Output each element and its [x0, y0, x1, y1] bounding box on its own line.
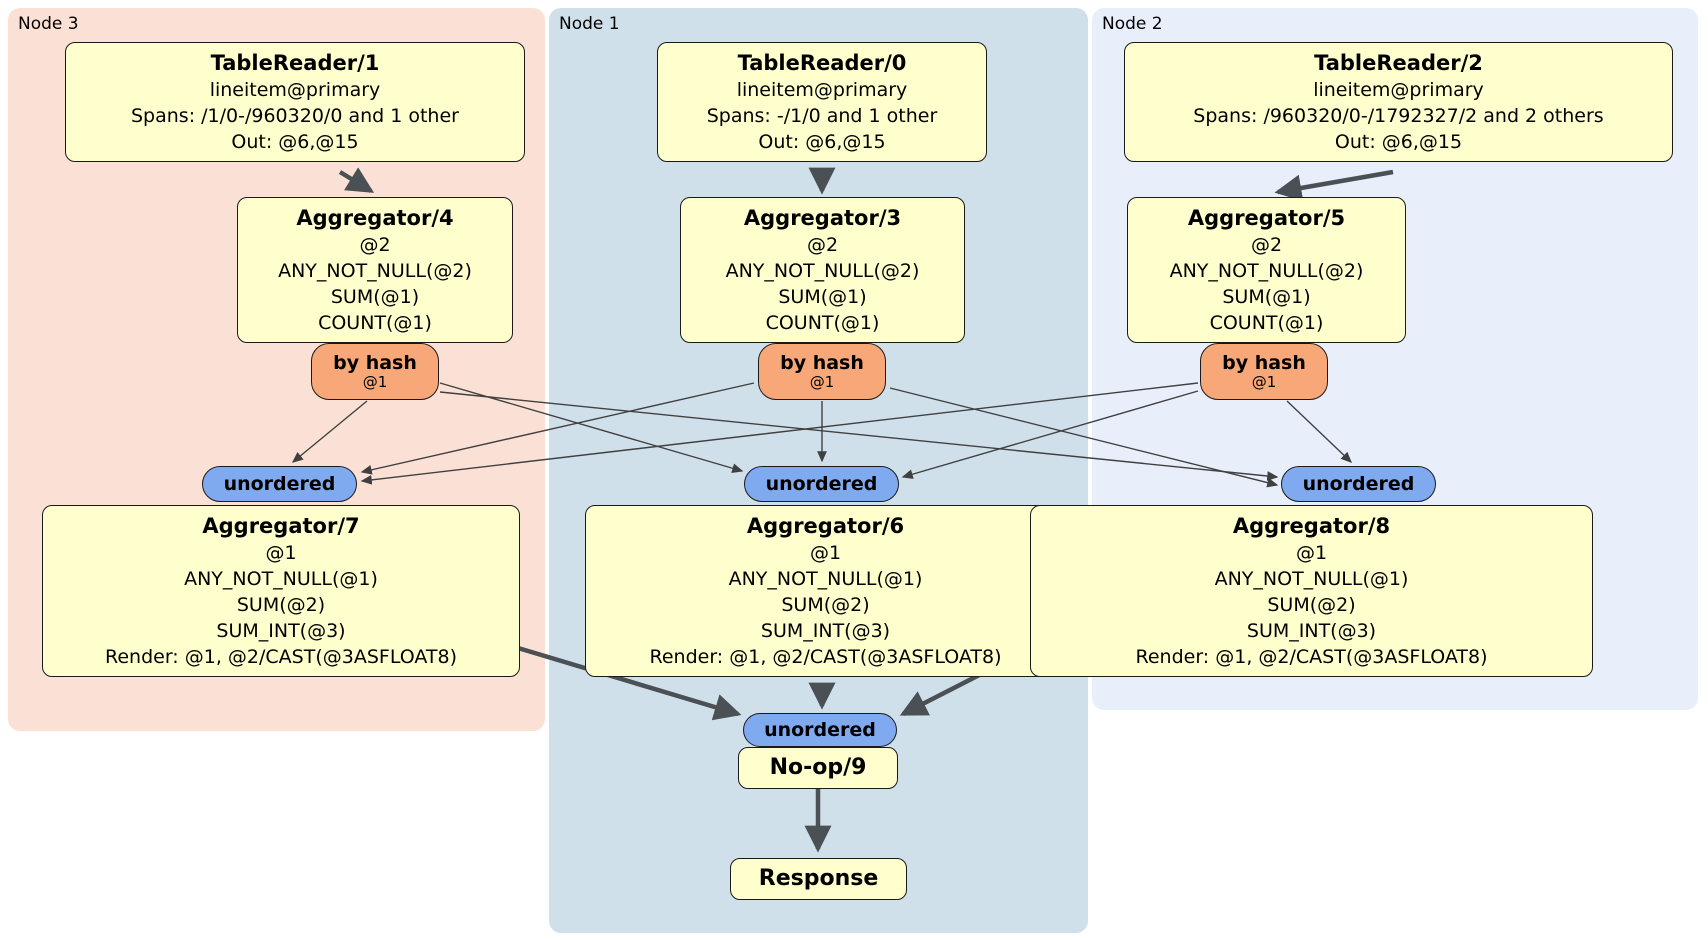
processor-detail: ANY_NOT_NULL(@1) — [728, 568, 923, 590]
router-key: @1 — [809, 372, 835, 391]
router-label: by hash — [333, 351, 417, 374]
processor-title: No-op/9 — [769, 755, 867, 780]
processor-detail: Out: @6,@15 — [231, 131, 359, 153]
router-key: @1 — [362, 372, 388, 391]
router-label: by hash — [1222, 351, 1306, 374]
processor-title: TableReader/0 — [737, 51, 907, 75]
processor-aggregator-5: Aggregator/5 @2 ANY_NOT_NULL(@2) SUM(@1)… — [1127, 197, 1406, 343]
sync-unordered-final: unordered — [743, 713, 897, 747]
router-by-hash-node1: by hash @1 — [758, 343, 886, 400]
router-by-hash-node3: by hash @1 — [311, 343, 439, 400]
node-group-label: Node 1 — [559, 14, 620, 34]
processor-aggregator-4: Aggregator/4 @2 ANY_NOT_NULL(@2) SUM(@1)… — [237, 197, 513, 343]
processor-tablereader-1: TableReader/1 lineitem@primary Spans: /1… — [65, 42, 525, 162]
sync-label: unordered — [764, 718, 876, 741]
processor-detail: @2 — [359, 234, 391, 256]
processor-detail: @1 — [809, 542, 842, 564]
node-group-label: Node 3 — [18, 14, 79, 34]
processor-tablereader-2: TableReader/2 lineitem@primary Spans: /9… — [1124, 42, 1673, 162]
processor-detail: @1 — [265, 542, 297, 564]
sync-unordered-node2: unordered — [1281, 466, 1436, 502]
processor-detail: COUNT(@1) — [765, 312, 880, 334]
node-group-label: Node 2 — [1102, 14, 1163, 34]
processor-title: Response — [758, 866, 879, 891]
response-node: Response — [730, 858, 907, 900]
processor-detail: lineitem@primary — [736, 79, 908, 101]
processor-detail: COUNT(@1) — [1209, 312, 1324, 334]
processor-title: Aggregator/6 — [746, 514, 905, 538]
processor-detail: lineitem@primary — [1313, 79, 1484, 101]
processor-aggregator-6: Aggregator/6 @1 ANY_NOT_NULL(@1) SUM(@2)… — [585, 505, 1066, 677]
processor-detail: SUM(@2) — [781, 594, 870, 616]
sync-label: unordered — [1302, 472, 1415, 495]
processor-title: TableReader/1 — [210, 51, 380, 75]
sync-label: unordered — [765, 472, 878, 495]
processor-detail: Out: @6,@15 — [1334, 131, 1463, 153]
processor-title: Aggregator/8 — [1232, 514, 1391, 538]
processor-detail: SUM(@1) — [330, 286, 420, 308]
router-label: by hash — [780, 351, 864, 374]
processor-title: Aggregator/3 — [743, 206, 902, 230]
processor-detail: lineitem@primary — [209, 79, 381, 101]
processor-detail: ANY_NOT_NULL(@2) — [1169, 260, 1364, 282]
processor-title: Aggregator/7 — [202, 514, 360, 538]
processor-detail: ANY_NOT_NULL(@1) — [184, 568, 378, 590]
processor-aggregator-7: Aggregator/7 @1 ANY_NOT_NULL(@1) SUM(@2)… — [42, 505, 520, 677]
processor-detail: Render: @1, @2/CAST(@3ASFLOAT8) — [1135, 646, 1488, 668]
processor-detail: Spans: /1/0-/960320/0 and 1 other — [131, 105, 459, 127]
processor-aggregator-8: Aggregator/8 @1 ANY_NOT_NULL(@1) SUM(@2)… — [1030, 505, 1593, 677]
processor-detail: SUM_INT(@3) — [216, 620, 346, 642]
processor-title: TableReader/2 — [1314, 51, 1483, 75]
processor-detail: @1 — [1295, 542, 1328, 564]
processor-detail: @2 — [806, 234, 839, 256]
processor-detail: Spans: /960320/0-/1792327/2 and 2 others — [1193, 105, 1604, 127]
processor-detail: COUNT(@1) — [318, 312, 432, 334]
processor-detail: SUM_INT(@3) — [760, 620, 891, 642]
router-by-hash-node2: by hash @1 — [1200, 343, 1328, 400]
processor-detail: ANY_NOT_NULL(@2) — [278, 260, 472, 282]
sync-unordered-node3: unordered — [202, 466, 357, 502]
sync-unordered-node1: unordered — [744, 466, 899, 502]
processor-title: Aggregator/5 — [1187, 206, 1346, 230]
sync-label: unordered — [223, 472, 336, 495]
processor-detail: @2 — [1250, 234, 1283, 256]
processor-detail: Render: @1, @2/CAST(@3ASFLOAT8) — [649, 646, 1002, 668]
processor-detail: SUM(@1) — [778, 286, 867, 308]
processor-tablereader-0: TableReader/0 lineitem@primary Spans: -/… — [657, 42, 987, 162]
processor-title: Aggregator/4 — [296, 206, 454, 230]
processor-detail: SUM_INT(@3) — [1246, 620, 1377, 642]
processor-detail: SUM(@2) — [236, 594, 326, 616]
processor-detail: Out: @6,@15 — [758, 131, 886, 153]
processor-detail: SUM(@2) — [1267, 594, 1356, 616]
processor-detail: ANY_NOT_NULL(@1) — [1214, 568, 1409, 590]
processor-aggregator-3: Aggregator/3 @2 ANY_NOT_NULL(@2) SUM(@1)… — [680, 197, 965, 343]
processor-detail: Spans: -/1/0 and 1 other — [706, 105, 938, 127]
processor-detail: SUM(@1) — [1222, 286, 1311, 308]
processor-detail: Render: @1, @2/CAST(@3ASFLOAT8) — [105, 646, 457, 668]
processor-noop-9: No-op/9 — [738, 747, 898, 789]
router-key: @1 — [1251, 372, 1277, 391]
processor-detail: ANY_NOT_NULL(@2) — [725, 260, 920, 282]
